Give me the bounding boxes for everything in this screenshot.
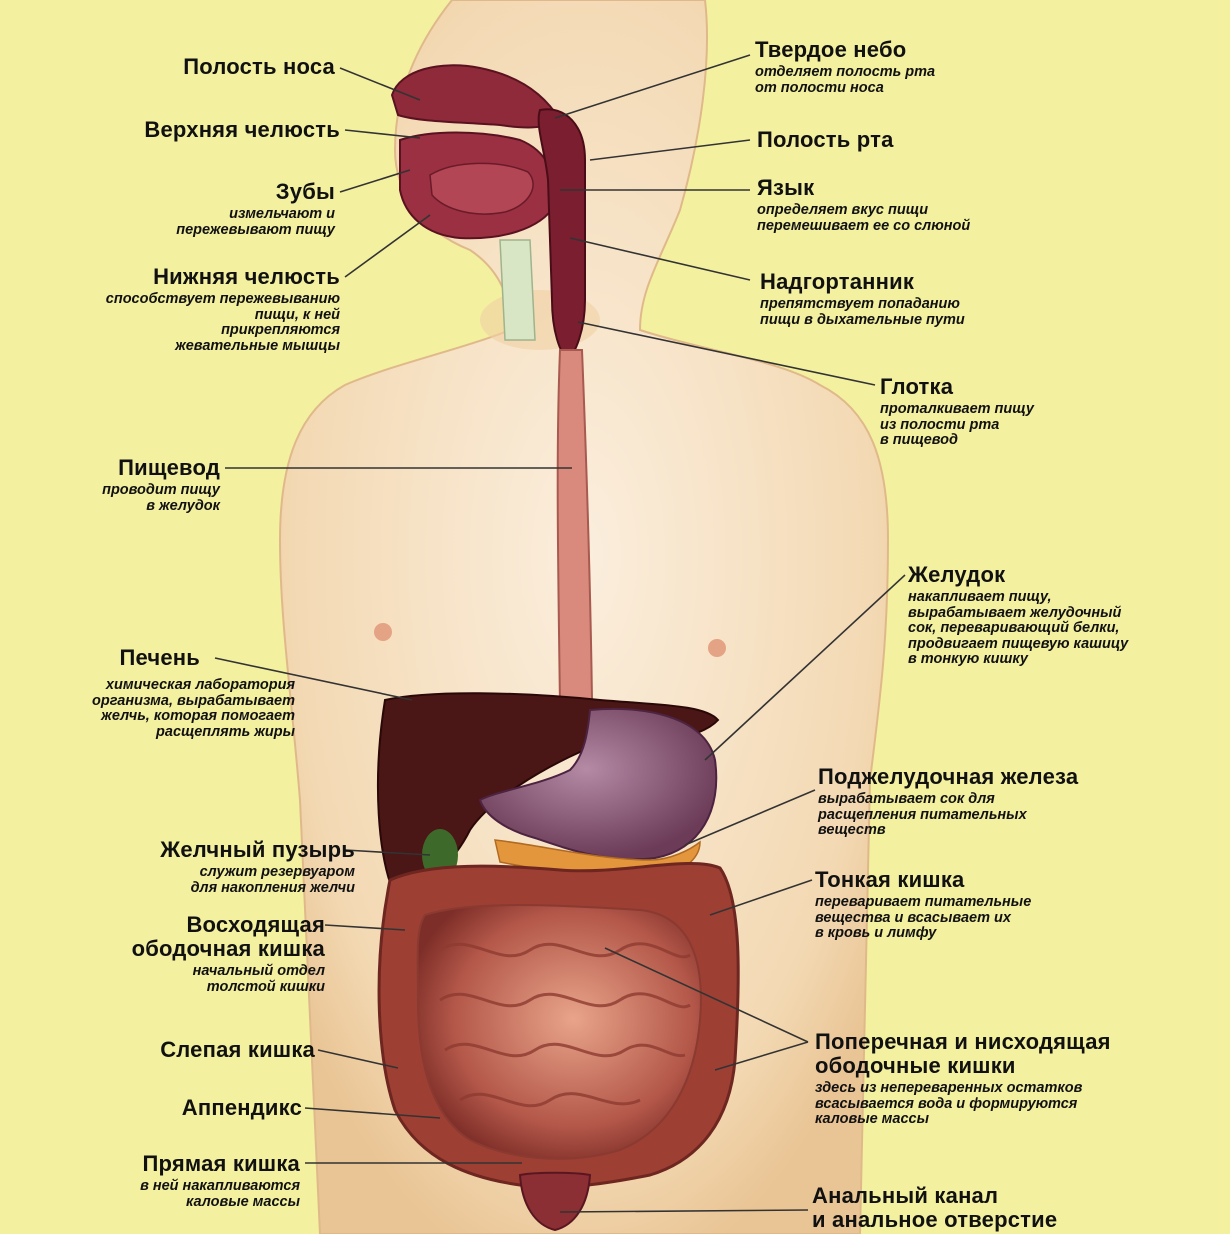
trachea-shape xyxy=(500,240,535,340)
label-small-intestine: Тонкая кишка переваривает питательные ве… xyxy=(815,868,1215,942)
label-desc: жевательные мышцы xyxy=(0,339,340,355)
label-desc: в пищевод xyxy=(880,433,1220,449)
label-rectum: Прямая кишка в ней накапливаются каловые… xyxy=(0,1152,300,1210)
label-desc: химическая лаборатория xyxy=(0,678,295,694)
label-desc: веществ xyxy=(818,823,1218,839)
label-desc: сок, переваривающий белки, xyxy=(908,621,1226,637)
label-desc: в кровь и лимфу xyxy=(815,926,1215,942)
label-teeth: Зубы измельчают и пережевывают пищу xyxy=(0,180,335,238)
label-title-line2: и анальное отверстие xyxy=(812,1208,1212,1232)
label-title: Надгортанник xyxy=(760,270,1230,294)
label-desc: вырабатывает сок для xyxy=(818,792,1218,808)
label-title: Пищевод xyxy=(0,456,220,480)
label-desc: в тонкую кишку xyxy=(908,652,1226,668)
label-desc: проводит пищу xyxy=(0,483,220,499)
label-desc: накапливает пищу, xyxy=(908,590,1226,606)
label-desc: в желудок xyxy=(0,499,220,515)
label-desc: пищи, к ней xyxy=(0,308,340,324)
label-title: Желчный пузырь xyxy=(0,838,355,862)
label-desc: здесь из непереваренных остатков xyxy=(815,1081,1220,1097)
label-esophagus: Пищевод проводит пищу в желудок xyxy=(0,456,220,514)
label-lower-jaw: Нижняя челюсть способствует пережевывани… xyxy=(0,265,340,354)
label-desc: измельчают и xyxy=(0,207,335,223)
label-cecum: Слепая кишка xyxy=(0,1038,315,1062)
right-nipple xyxy=(708,639,726,657)
label-title: Твердое небо xyxy=(755,38,1230,62)
label-title: Прямая кишка xyxy=(0,1152,300,1176)
label-oral-cavity: Полость рта xyxy=(757,128,1230,152)
label-desc: начальный отдел xyxy=(0,964,325,980)
label-title: Анальный канал xyxy=(812,1184,1212,1208)
label-desc: организма, вырабатывает xyxy=(0,694,295,710)
label-title: Поперечная и нисходящая xyxy=(815,1030,1220,1054)
label-gallbladder: Желчный пузырь служит резервуаром для на… xyxy=(0,838,355,896)
label-anal-canal: Анальный канал и анальное отверстие xyxy=(812,1184,1212,1232)
label-desc: прикрепляются xyxy=(0,323,340,339)
label-epiglottis: Надгортанник препятствует попаданию пищи… xyxy=(760,270,1230,328)
label-desc: пережевывают пищу xyxy=(0,223,335,239)
label-desc: из полости рта xyxy=(880,418,1220,434)
label-title: Верхняя челюсть xyxy=(0,118,340,142)
label-desc: продвигает пищевую кашицу xyxy=(908,637,1226,653)
label-pharynx: Глотка проталкивает пищу из полости рта … xyxy=(880,375,1220,449)
label-desc: толстой кишки xyxy=(0,980,325,996)
label-desc: вещества и всасывает их xyxy=(815,911,1215,927)
label-desc: пищи в дыхательные пути xyxy=(760,313,1230,329)
label-title: Поджелудочная железа xyxy=(818,765,1218,789)
label-stomach: Желудок накапливает пищу, вырабатывает ж… xyxy=(908,563,1226,668)
label-title: Желудок xyxy=(908,563,1226,587)
label-title: Аппендикс xyxy=(0,1096,302,1120)
label-nasal-cavity: Полость носа xyxy=(0,55,335,79)
label-desc: каловые массы xyxy=(815,1112,1220,1128)
label-title: Полость рта xyxy=(757,128,1230,152)
label-title: Зубы xyxy=(0,180,335,204)
label-title-line2: ободочная кишка xyxy=(0,937,325,961)
label-title: Язык xyxy=(757,176,1230,200)
label-title: Слепая кишка xyxy=(0,1038,315,1062)
label-hard-palate: Твердое небо отделяет полость рта от пол… xyxy=(755,38,1230,96)
label-desc: для накопления желчи xyxy=(0,881,355,897)
label-title-line2: ободочные кишки xyxy=(815,1054,1220,1078)
label-desc: расщеплять жиры xyxy=(0,725,295,741)
label-liver: Печень xyxy=(0,646,200,670)
label-desc: проталкивает пищу xyxy=(880,402,1220,418)
label-desc: желчь, которая помогает xyxy=(0,709,295,725)
left-nipple xyxy=(374,623,392,641)
label-title: Нижняя челюсть xyxy=(0,265,340,289)
label-desc: отделяет полость рта xyxy=(755,65,1230,81)
label-desc: определяет вкус пищи xyxy=(757,203,1230,219)
label-desc: переваривает питательные xyxy=(815,895,1215,911)
label-desc: вырабатывает желудочный xyxy=(908,606,1226,622)
label-desc: препятствует попаданию xyxy=(760,297,1230,313)
label-upper-jaw: Верхняя челюсть xyxy=(0,118,340,142)
label-desc: расщепления питательных xyxy=(818,808,1218,824)
label-pancreas: Поджелудочная железа вырабатывает сок дл… xyxy=(818,765,1218,839)
label-liver-desc: химическая лаборатория организма, выраба… xyxy=(0,675,295,740)
label-appendix: Аппендикс xyxy=(0,1096,302,1120)
label-desc: всасывается вода и формируются xyxy=(815,1097,1220,1113)
label-title: Восходящая xyxy=(0,913,325,937)
label-title: Глотка xyxy=(880,375,1220,399)
label-desc: от полости носа xyxy=(755,81,1230,97)
label-desc: каловые массы xyxy=(0,1195,300,1211)
label-tongue: Язык определяет вкус пищи перемешивает е… xyxy=(757,176,1230,234)
label-desc: служит резервуаром xyxy=(0,865,355,881)
label-title: Тонкая кишка xyxy=(815,868,1215,892)
label-desc: способствует пережевыванию xyxy=(0,292,340,308)
label-desc: перемешивает ее со слюной xyxy=(757,219,1230,235)
label-title: Полость носа xyxy=(0,55,335,79)
leader-lower-jaw xyxy=(345,215,430,277)
label-ascending-colon: Восходящая ободочная кишка начальный отд… xyxy=(0,913,325,995)
label-title: Печень xyxy=(0,646,200,670)
label-colon: Поперечная и нисходящая ободочные кишки … xyxy=(815,1030,1220,1128)
label-desc: в ней накапливаются xyxy=(0,1179,300,1195)
